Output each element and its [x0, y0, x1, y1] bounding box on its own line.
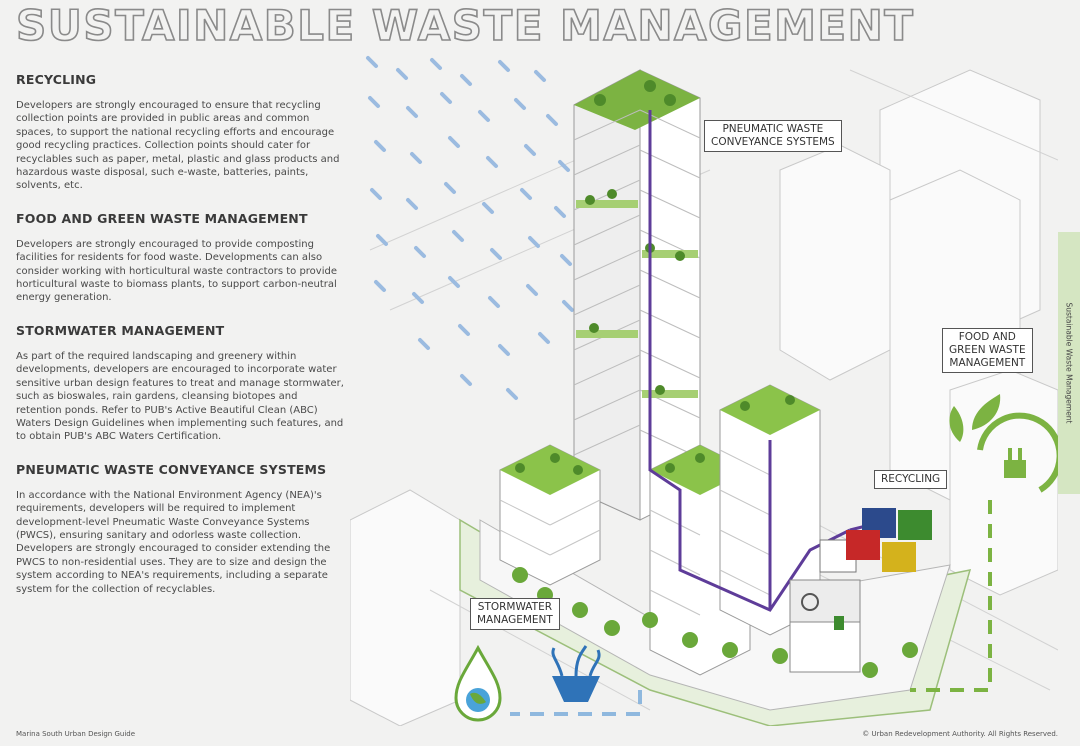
section-body: In accordance with the National Environm…: [16, 489, 331, 595]
section-heading: STORMWATER MANAGEMENT: [16, 322, 225, 338]
section-heading: RECYCLING: [16, 72, 97, 87]
street-trees: [512, 567, 918, 678]
section-body: Developers are strongly encouraged to en…: [16, 100, 340, 192]
section-heading: FOOD AND GREEN WASTE MANAGEMENT: [16, 210, 308, 226]
mid-rise-towers: [649, 384, 821, 676]
planter-icon: [551, 645, 601, 702]
low-rise-block: [499, 444, 601, 586]
section-body: Developers are strongly encouraged to pr…: [16, 238, 337, 304]
rain-streaks: [366, 56, 574, 400]
callout-food-green-waste: FOOD AND GREEN WASTE MANAGEMENT: [942, 328, 1033, 373]
page-title: SUSTAINABLE WASTE MANAGEMENT: [15, 1, 915, 51]
section-heading: PNEUMATIC WASTE CONVEYANCE SYSTEMS: [16, 461, 327, 477]
callout-recycling: RECYCLING: [874, 470, 948, 489]
callout-pneumatic-waste: PNEUMATIC WASTE CONVEYANCE SYSTEMS: [704, 120, 842, 152]
side-tab-label: Sustainable Waste Management: [1064, 302, 1074, 424]
leaf-plug-icon: [949, 394, 1058, 493]
recycle-icon: [801, 593, 819, 611]
water-drop-globe-icon: [454, 644, 502, 722]
section-body: As part of the required landscaping and …: [16, 350, 344, 443]
callout-stormwater: STORMWATER MANAGEMENT: [470, 598, 560, 630]
section-recycling: RECYCLING Developers are strongly encour…: [16, 72, 346, 193]
recycling-bins: [789, 508, 932, 673]
text-column: RECYCLING Developers are strongly encour…: [16, 72, 346, 614]
section-stormwater: STORMWATER MANAGEMENT As part of the req…: [16, 323, 346, 444]
footer-copyright: © Urban Redevelopment Authority. All Rig…: [862, 730, 1058, 738]
isometric-development-illustration: [350, 56, 1058, 726]
connector-lines: [510, 500, 992, 716]
section-food-green-waste: FOOD AND GREEN WASTE MANAGEMENT Develope…: [16, 211, 346, 305]
footer-doc-title: Marina South Urban Design Guide: [16, 730, 136, 738]
section-pneumatic-waste: PNEUMATIC WASTE CONVEYANCE SYSTEMS In ac…: [16, 462, 346, 596]
main-tower: [573, 69, 701, 521]
section-side-tab: Sustainable Waste Management: [1058, 232, 1080, 494]
